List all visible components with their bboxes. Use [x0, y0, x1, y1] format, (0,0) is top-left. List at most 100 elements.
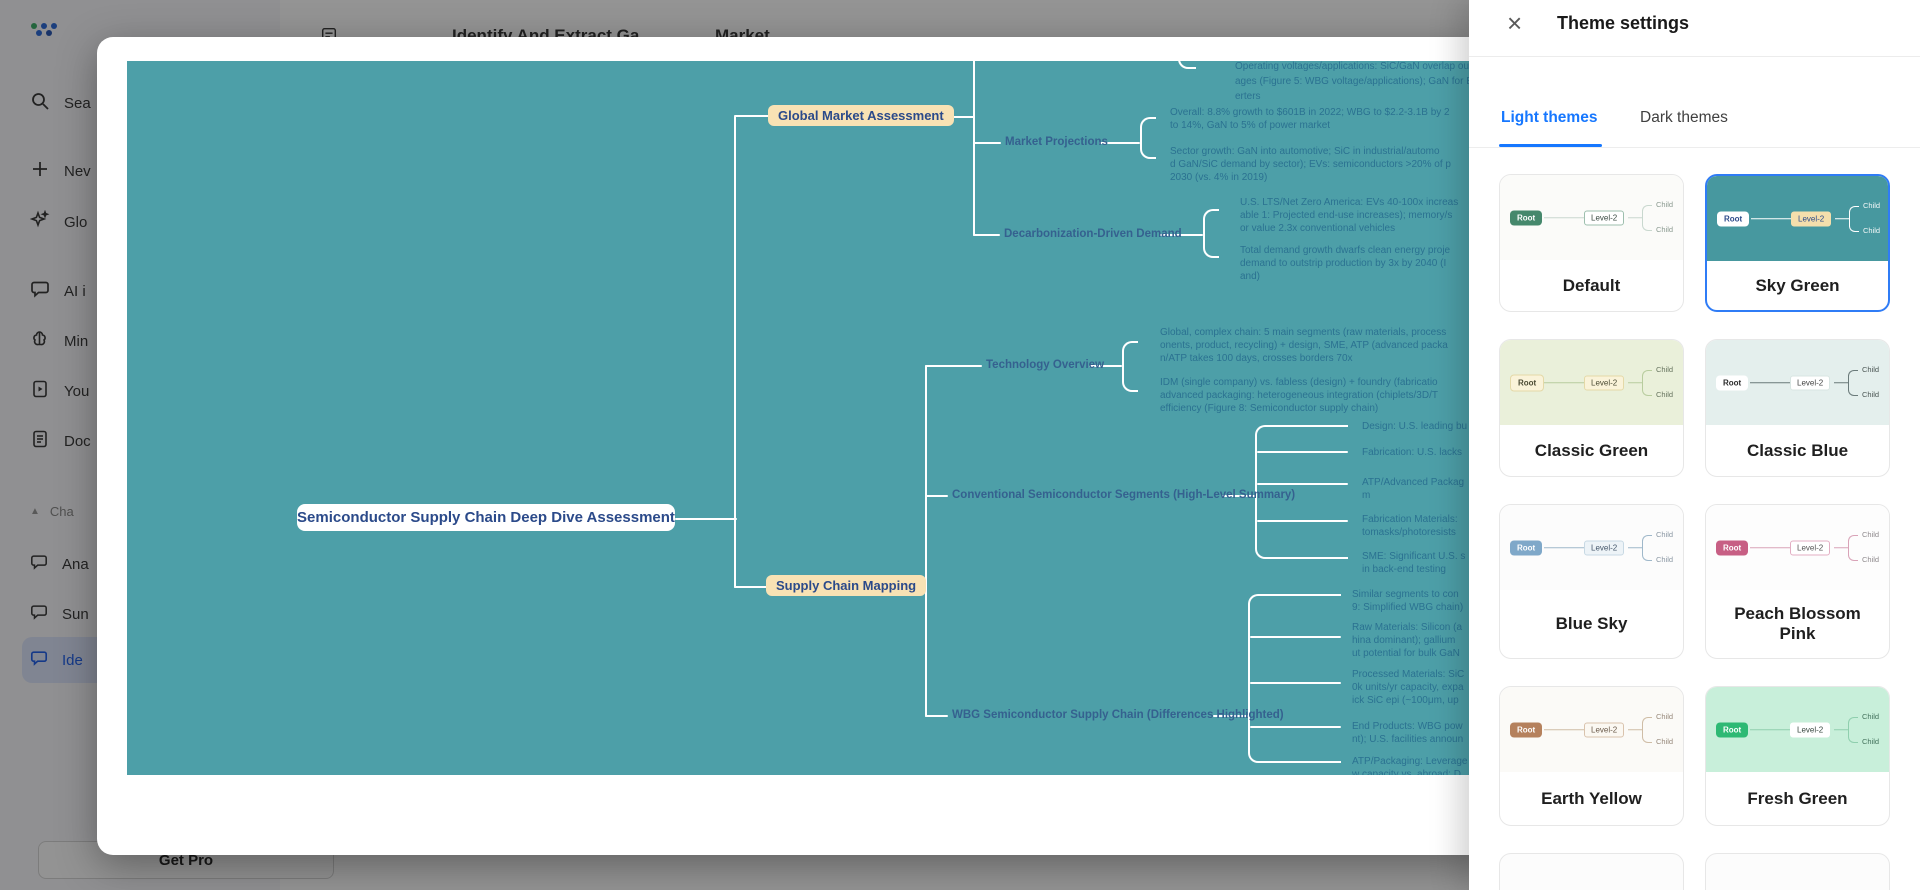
- sidebar-item-label: Min: [64, 332, 89, 350]
- connector-line: [925, 365, 982, 367]
- tab-dark-themes[interactable]: Dark themes: [1640, 109, 1728, 126]
- sidebar-item-mindmap[interactable]: Min: [30, 326, 88, 356]
- mindmap-leaf[interactable]: Similar segments to con 9: Simplified WB…: [1352, 589, 1464, 613]
- sidebar-item-label: You: [64, 382, 90, 400]
- mini-child-node: Child: [1656, 554, 1674, 564]
- mindmap-leaf[interactable]: Raw Materials: Silicon (a hina dominant)…: [1352, 622, 1463, 659]
- collapse-triangle-icon: ▲: [30, 505, 40, 517]
- mini-level2-node: Level-2: [1584, 210, 1625, 225]
- mini-root-node: Root: [1510, 210, 1543, 225]
- mindmap-leaf[interactable]: IDM (single company) vs. fabless (design…: [1160, 377, 1438, 414]
- mindmap-leaf[interactable]: Global, complex chain: 5 main segments (…: [1160, 327, 1448, 364]
- mindmap-modal: Semiconductor Supply Chain Deep Dive Ass…: [97, 37, 1487, 855]
- theme-card-blue-sky[interactable]: Root Level-2 Child Child Blue Sky: [1499, 504, 1684, 659]
- mini-bracket: [1848, 716, 1858, 743]
- theme-name: Earth Yellow: [1541, 788, 1642, 808]
- chat-bubble-icon: [30, 603, 48, 625]
- theme-preview: Root Level-2 Child Child: [1500, 175, 1683, 260]
- mini-child-node: Child: [1862, 389, 1880, 399]
- theme-name: Blue Sky: [1555, 614, 1628, 634]
- sidebar-item-new[interactable]: Nev: [30, 156, 91, 186]
- mindmap-subbranch[interactable]: Conventional Semiconductor Segments (Hig…: [952, 489, 1296, 501]
- mini-line: [1544, 216, 1584, 219]
- mini-bracket: [1849, 205, 1859, 232]
- theme-card-classic-green[interactable]: Root Level-2 Child Child Classic Green: [1499, 339, 1684, 477]
- mini-child-node: Child: [1656, 389, 1674, 399]
- mindmap-subbranch[interactable]: Technology Overview: [986, 359, 1105, 371]
- sidebar-item-chat-identify[interactable]: Ide: [30, 645, 83, 675]
- mindmap-branch-node[interactable]: Supply Chain Mapping: [766, 575, 927, 596]
- close-icon[interactable]: ×: [1507, 8, 1523, 38]
- sidebar-item-search[interactable]: Sea: [30, 88, 91, 118]
- mini-child-node: Child: [1862, 529, 1880, 539]
- mindmap-leaf[interactable]: U.S. LTS/Net Zero America: EVs 40-100x i…: [1240, 197, 1459, 234]
- app-logo[interactable]: [30, 20, 58, 49]
- mindmap-leaf[interactable]: Fabrication Materials: tomasks/photoresi…: [1362, 514, 1458, 538]
- sidebar-section-chats[interactable]: ▲ Cha: [30, 496, 74, 526]
- mini-child-node: Child: [1656, 529, 1674, 539]
- mindmap-leaf[interactable]: Processed Materials: SiC 0k units/yr cap…: [1352, 669, 1465, 706]
- mindmap-root-node[interactable]: Semiconductor Supply Chain Deep Dive Ass…: [297, 504, 675, 531]
- mindmap-leaf[interactable]: Design: U.S. leading bu: [1362, 421, 1468, 432]
- theme-card-default[interactable]: Root Level-2 Child Child Default: [1499, 174, 1684, 312]
- connector-line: [1099, 142, 1140, 144]
- connector-elbow: [1178, 61, 1196, 69]
- mindmap-leaf[interactable]: Operating voltages/applications: SiC/GaN…: [1235, 61, 1473, 102]
- connector-line: [925, 365, 927, 717]
- theme-card-classic-blue[interactable]: Root Level-2 Child Child Classic Blue: [1705, 339, 1890, 477]
- connector-line: [1159, 234, 1203, 236]
- connector-line: [734, 115, 771, 117]
- mindmap-leaf[interactable]: Overall: 8.8% growth to $601B in 2022; W…: [1170, 107, 1450, 131]
- mindmap-leaf[interactable]: Total demand growth dwarfs clean energy …: [1240, 245, 1451, 282]
- mindmap-branch-node[interactable]: Global Market Assessment: [768, 105, 954, 126]
- sidebar-item-chat-ana[interactable]: Ana: [30, 549, 89, 579]
- mini-line: [1628, 381, 1642, 384]
- mindmap-leaf[interactable]: End Products: WBG pow nt); U.S. faciliti…: [1352, 721, 1464, 745]
- theme-card-partial[interactable]: [1705, 853, 1890, 890]
- connector-line: [734, 586, 769, 588]
- theme-card-earth-yellow[interactable]: Root Level-2 Child Child Earth Yellow: [1499, 686, 1684, 826]
- theme-card-fresh-green[interactable]: Root Level-2 Child Child Fresh Green: [1705, 686, 1890, 826]
- mini-root-node: Root: [1716, 540, 1749, 555]
- mindmap-subbranch[interactable]: WBG Semiconductor Supply Chain (Differen…: [952, 709, 1284, 721]
- sidebar-item-chat-sun[interactable]: Sun: [30, 599, 89, 629]
- mindmap-leaf[interactable]: Sector growth: GaN into automotive; SiC …: [1170, 146, 1451, 183]
- mindmap-leaf[interactable]: ATP/Packaging: Leverage w capacity vs. a…: [1352, 756, 1468, 775]
- connector-line: [1222, 495, 1255, 497]
- mindmap-leaf[interactable]: SME: Significant U.S. s in back-end test…: [1362, 551, 1466, 575]
- mini-level2-node: Level-2: [1790, 375, 1831, 390]
- mini-child-node: Child: [1862, 364, 1880, 374]
- mindmap-leaf[interactable]: Fabrication: U.S. lacks: [1362, 447, 1463, 458]
- connector-line: [973, 142, 1001, 144]
- connector-line: [925, 715, 948, 717]
- theme-preview: Root Level-2 Child Child: [1500, 340, 1683, 425]
- mini-child-node: Child: [1862, 736, 1880, 746]
- sidebar-item-global[interactable]: Glo: [29, 207, 87, 237]
- mini-bracket: [1848, 369, 1858, 396]
- sidebar-item-video[interactable]: You: [30, 376, 89, 406]
- sidebar-item-docs[interactable]: Doc: [30, 426, 91, 456]
- mini-line: [1544, 546, 1584, 549]
- theme-card-partial[interactable]: [1499, 853, 1684, 890]
- mini-line: [1834, 546, 1848, 549]
- mindmap-leaf[interactable]: ATP/Advanced Packag m: [1362, 477, 1465, 501]
- sparkles-icon: [29, 209, 50, 234]
- theme-card-peach-blossom-pink[interactable]: Root Level-2 Child Child Peach Blossom P…: [1705, 504, 1890, 659]
- tab-light-themes[interactable]: Light themes: [1501, 109, 1598, 126]
- mindmap-canvas[interactable]: Semiconductor Supply Chain Deep Dive Ass…: [127, 61, 1487, 775]
- theme-name: Sky Green: [1755, 275, 1840, 295]
- connector-line: [1089, 365, 1122, 367]
- connector-line: [1257, 451, 1348, 453]
- connector-line: [925, 495, 948, 497]
- theme-card-sky-green[interactable]: Root Level-2 Child Child Sky Green: [1705, 174, 1890, 312]
- mini-line: [1751, 217, 1791, 220]
- mindmap-subbranch[interactable]: Decarbonization-Driven Demand: [1004, 228, 1182, 240]
- sidebar-section-label: Cha: [49, 503, 74, 519]
- theme-preview: Root Level-2 Child Child: [1706, 505, 1889, 590]
- theme-preview: Root Level-2 Child Child: [1706, 687, 1889, 772]
- sidebar-item-ai[interactable]: AI i: [30, 276, 86, 306]
- sidebar-item-label: Sun: [62, 605, 89, 623]
- mindmap-subbranch[interactable]: Market Projections: [1005, 136, 1108, 148]
- divider: [1469, 56, 1920, 57]
- theme-name: Default: [1562, 275, 1621, 295]
